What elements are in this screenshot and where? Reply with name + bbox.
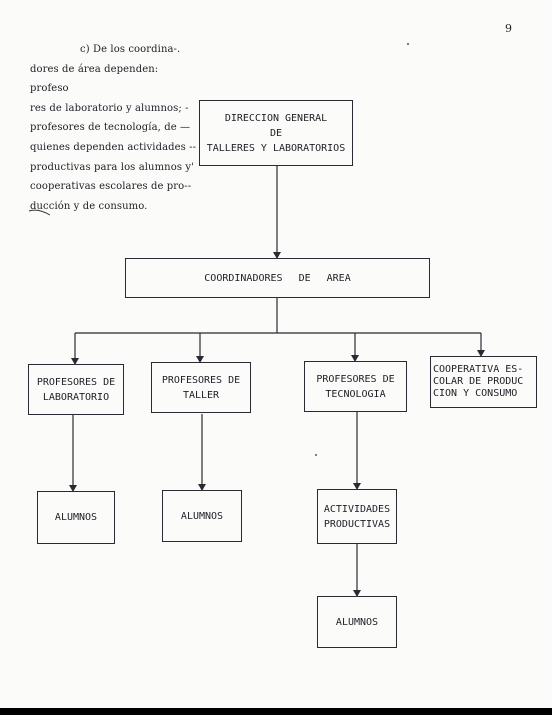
intro-line: quienes dependen actividades --: [30, 141, 197, 153]
box-label: COLAR DE PRODUC: [433, 376, 524, 387]
box-label: PROFESORES DE: [161, 374, 241, 386]
box-label: TECNOLOGIA: [325, 388, 386, 400]
box-label: ALUMNOS: [180, 510, 224, 522]
alumnos-tecnologia-box: ALUMNOS: [317, 596, 397, 648]
box-label: ACTIVIDADES: [323, 503, 391, 515]
actividades-productivas-box: ACTIVIDADES PRODUCTIVAS: [317, 489, 397, 544]
box-label: TALLER: [182, 389, 220, 401]
box-label: ALUMNOS: [54, 512, 98, 523]
cooperativa-box: COOPERATIVA ES- COLAR DE PRODUC CION Y C…: [430, 356, 537, 408]
profesores-laboratorio-box: PROFESORES DE LABORATORIO: [28, 364, 124, 415]
intro-line: profesores de tecnología, de —: [30, 122, 191, 134]
box-label: TALLERES Y LABORATORIOS: [206, 142, 346, 154]
alumnos-laboratorio-box: ALUMNOS: [37, 491, 115, 544]
box-label: LABORATORIO: [42, 391, 110, 403]
box-label: CION Y CONSUMO: [433, 388, 518, 399]
intro-line: c) De los coordina-.: [80, 44, 181, 55]
box-label: COOPERATIVA ES-: [433, 364, 524, 375]
intro-line: productivas para los alumnos y': [30, 161, 194, 173]
box-label: DE: [269, 127, 283, 139]
intro-line: res de laboratorio y alumnos; -: [30, 102, 189, 114]
profesores-taller-box: PROFESORES DE TALLER: [151, 362, 251, 413]
intro-line: ducción y de consumo.: [30, 200, 148, 212]
pen-stroke-mark: [28, 209, 51, 216]
direccion-general-box: DIRECCION GENERAL DE TALLERES Y LABORATO…: [199, 100, 353, 166]
intro-line: cooperativas escolares de pro--: [30, 181, 192, 193]
box-label: ALUMNOS: [335, 616, 379, 628]
intro-line: dores de área dependen: profeso: [30, 63, 159, 95]
alumnos-taller-box: ALUMNOS: [162, 490, 242, 542]
box-label: PRODUCTIVAS: [323, 518, 391, 530]
scan-bottom-edge: [0, 708, 552, 715]
box-label: COORDINADORES DE AREA: [204, 272, 351, 284]
page-number: 9: [505, 22, 512, 35]
profesores-tecnologia-box: PROFESORES DE TECNOLOGIA: [304, 361, 407, 412]
box-label: PROFESORES DE: [36, 376, 116, 388]
box-label: PROFESORES DE: [316, 373, 395, 385]
box-label: DIRECCION GENERAL: [224, 112, 328, 124]
coordinadores-area-box: COORDINADORES DE AREA: [125, 258, 430, 298]
intro-paragraph: c) De los coordina-. dores de área depen…: [30, 40, 198, 216]
